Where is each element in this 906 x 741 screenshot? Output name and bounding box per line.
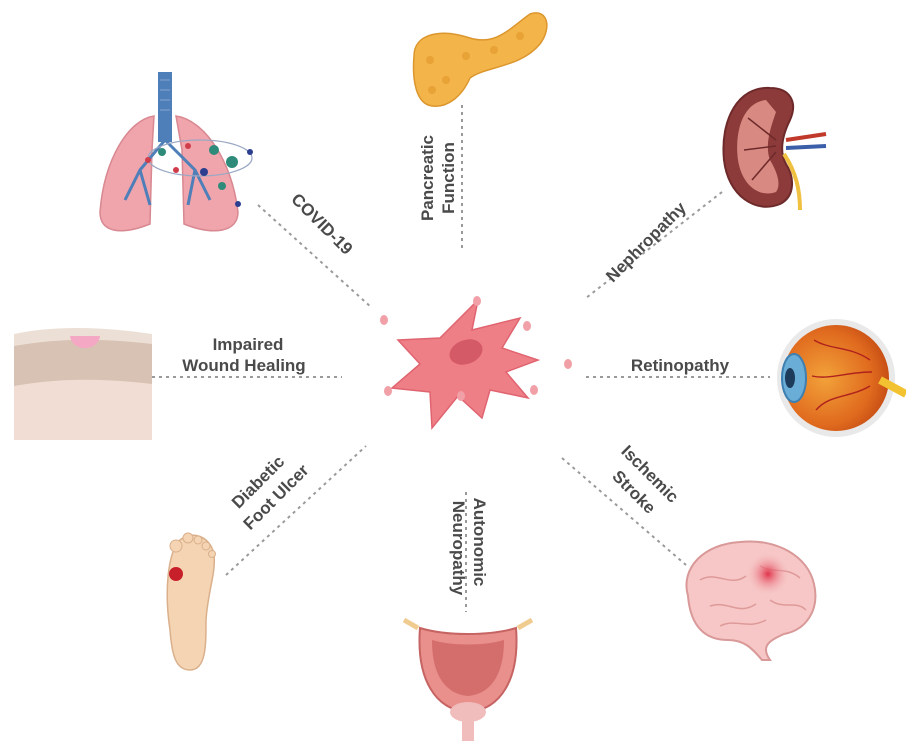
label-neuropathy-line2: Neuropathy xyxy=(449,501,468,596)
stem-cell-icon xyxy=(380,296,572,428)
label-retinopathy: Retinopathy xyxy=(631,356,730,375)
skin-wound-icon xyxy=(14,328,152,440)
label-covid: COVID-19 xyxy=(287,190,356,259)
label-wound-line2: Wound Healing xyxy=(182,356,305,375)
label-wound-line1: Impaired xyxy=(213,335,284,354)
brain-icon xyxy=(686,541,815,660)
eye-icon xyxy=(780,322,906,434)
pancreas-icon xyxy=(414,13,547,106)
kidney-icon xyxy=(723,88,826,210)
foot-icon xyxy=(167,533,215,670)
label-pancreatic-line1: Pancreatic xyxy=(418,135,437,221)
label-nephropathy: Nephropathy xyxy=(602,198,690,286)
lungs-icon xyxy=(100,72,253,231)
label-pancreatic-line2: Function xyxy=(439,142,458,214)
label-neuropathy-line1: Autonomic xyxy=(470,498,489,587)
bladder-icon xyxy=(404,620,532,741)
